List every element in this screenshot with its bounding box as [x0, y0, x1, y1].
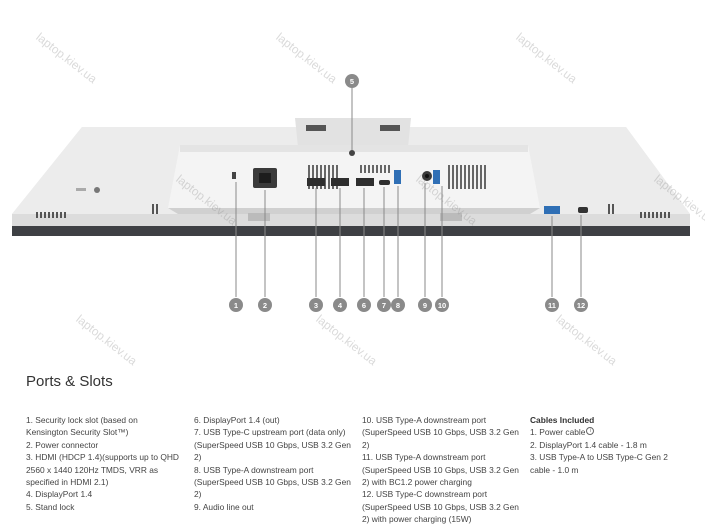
port-line: 10. USB Type-A downstream port	[362, 415, 487, 425]
callout-11: 11	[548, 301, 556, 310]
usb-a-port-8	[394, 170, 401, 184]
port-line: 9. Audio line out	[194, 501, 254, 512]
port-line: 7. USB Type-C upstream port (data only)	[194, 427, 346, 438]
port-line: 11. USB Type-A downstream port	[362, 452, 486, 463]
port-line: 12. USB Type-C downstream port	[362, 489, 488, 500]
security-lock-slot	[232, 172, 236, 179]
ports-column-1: 1. Security lock slot (based on Kensingt…	[26, 414, 186, 513]
displayport-out	[356, 178, 374, 186]
callout-3: 3	[314, 301, 318, 310]
port-line: Kensington Security Slot™)	[26, 427, 129, 438]
hdmi-port	[307, 178, 325, 186]
callout-8: 8	[396, 301, 400, 310]
callout-5: 5	[350, 77, 354, 86]
port-line: 2) with power charging (15W)	[362, 514, 472, 525]
monitor-rear-diagram: 5 1 2 3 4 6 7 8 9 10 11 12	[12, 74, 690, 312]
port-line: (SuperSpeed USB 10 Gbps, USB 3.2 Gen	[362, 501, 519, 512]
info-icon[interactable]: i	[586, 426, 595, 435]
cables-title: Cables Included	[530, 415, 595, 425]
usb-a-port-11	[544, 206, 560, 214]
port-line: 5. Stand lock	[26, 501, 75, 512]
port-line: 6. DisplayPort 1.4 (out)	[194, 415, 280, 425]
port-line: 2)	[194, 489, 202, 500]
callout-6: 6	[362, 301, 366, 310]
port-line: (SuperSpeed USB 10 Gbps, USB 3.2 Gen	[362, 464, 519, 475]
port-line: (SuperSpeed USB 10 Gbps, USB 3.2 Gen	[194, 477, 351, 488]
callout-1: 1	[234, 301, 238, 310]
callout-4: 4	[338, 301, 343, 310]
cable-item-label: 1. Power cable	[530, 427, 586, 438]
port-line: 8. USB Type-A downstream port	[194, 464, 314, 475]
callout-9: 9	[423, 301, 427, 310]
port-line: 2)	[362, 439, 370, 450]
callout-10: 10	[438, 301, 446, 310]
port-line: (SuperSpeed USB 10 Gbps, USB 3.2 Gen	[362, 427, 519, 438]
port-panel	[168, 145, 540, 214]
section-title: Ports & Slots	[26, 373, 113, 390]
callout-lines	[235, 88, 582, 297]
port-line: 2560 x 1440 120Hz TMDS, VRR as	[26, 464, 159, 475]
cable-item: cable - 1.0 m	[530, 464, 579, 475]
usb-c-upstream	[379, 180, 390, 185]
callout-markers	[229, 74, 588, 312]
port-line: 4. DisplayPort 1.4	[26, 489, 93, 500]
displayport-in	[331, 178, 349, 186]
ports	[232, 150, 588, 221]
usb-c-port-12	[578, 207, 588, 213]
port-line: 2) with BC1.2 power charging	[362, 477, 472, 488]
ports-column-3: 10. USB Type-A downstream port (SuperSpe…	[362, 414, 522, 526]
port-line: 3. HDMI (HDCP 1.4)(supports up to QHD	[26, 452, 179, 463]
ports-column-2: 6. DisplayPort 1.4 (out) 7. USB Type-C u…	[194, 414, 354, 513]
port-line: (SuperSpeed USB 10 Gbps, USB 3.2 Gen	[194, 439, 351, 450]
callout-2: 2	[263, 301, 267, 310]
callout-12: 12	[577, 301, 585, 310]
cable-item: 2. DisplayPort 1.4 cable - 1.8 m	[530, 439, 647, 450]
usb-a-port-10	[433, 170, 440, 184]
port-line: 2. Power connector	[26, 439, 99, 450]
port-line: 1. Security lock slot (based on	[26, 415, 138, 425]
port-line: specified in HDMI 2.1)	[26, 477, 109, 488]
callout-7: 7	[382, 301, 386, 310]
cable-item: 3. USB Type-A to USB Type-C Gen 2	[530, 452, 668, 463]
port-line: 2)	[194, 452, 202, 463]
stand-neck	[295, 118, 411, 147]
stand-lock	[349, 150, 355, 156]
